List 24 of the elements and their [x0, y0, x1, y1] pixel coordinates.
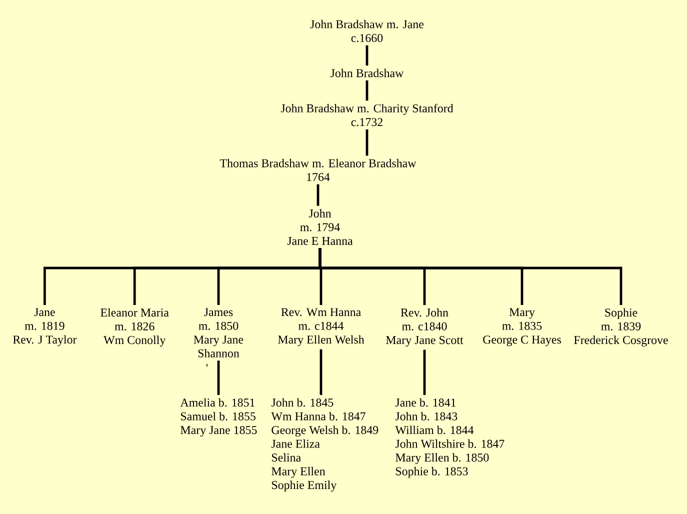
descent-line [316, 184, 320, 206]
apostrophe-mark: ' [206, 364, 208, 367]
children-list: Amelia b. 1851 Samuel b. 1855 Mary Jane 1855 [180, 398, 257, 437]
person-entry: John Bradshaw [330, 68, 404, 78]
children-list: Jane b. 1841 John b. 1843 William b. 1844 John Wiltshire b. 1847 Mary Ellen b. 1850 Sophie b. 1853 [395, 398, 504, 478]
descent-line [366, 129, 368, 156]
descent-line [320, 349, 322, 395]
family-entry: Eleanor Maria m. 1826 Wm Conolly [100, 308, 169, 347]
descent-line [366, 45, 368, 66]
family-entry: Jane m. 1819 Rev. J Taylor [12, 308, 77, 346]
family-entry: Sophie m. 1839 Frederick Cosgrove [574, 308, 668, 347]
person-entry: John m. 1794 Jane E Hanna [287, 209, 353, 245]
descent-line [217, 360, 220, 395]
person-entry: John Bradshaw m. Jane c.1660 [310, 20, 424, 42]
family-entry: Rev. John m. c1840 Mary Jane Scott [386, 308, 464, 347]
person-entry: Thomas Bradshaw m. Eleanor Bradshaw 1764 [220, 158, 416, 182]
descent-line [366, 80, 368, 101]
descent-line [423, 350, 426, 395]
children-list: John b. 1845 Wm Hanna b. 1847 George Welsh b. 1849 Jane Eliza Selina Mary Ellen Sophie Emily [271, 398, 378, 492]
family-entry: Mary m. 1835 George C Hayes [483, 308, 561, 346]
family-entry: James m. 1850 Mary Jane Shannon [194, 308, 244, 358]
person-entry: John Bradshaw m. Charity Stanford c.1732 [280, 104, 454, 126]
family-entry: Rev. Wm Hanna m. c1844 Mary Ellen Welsh [278, 308, 364, 346]
descent-line [318, 248, 622, 305]
